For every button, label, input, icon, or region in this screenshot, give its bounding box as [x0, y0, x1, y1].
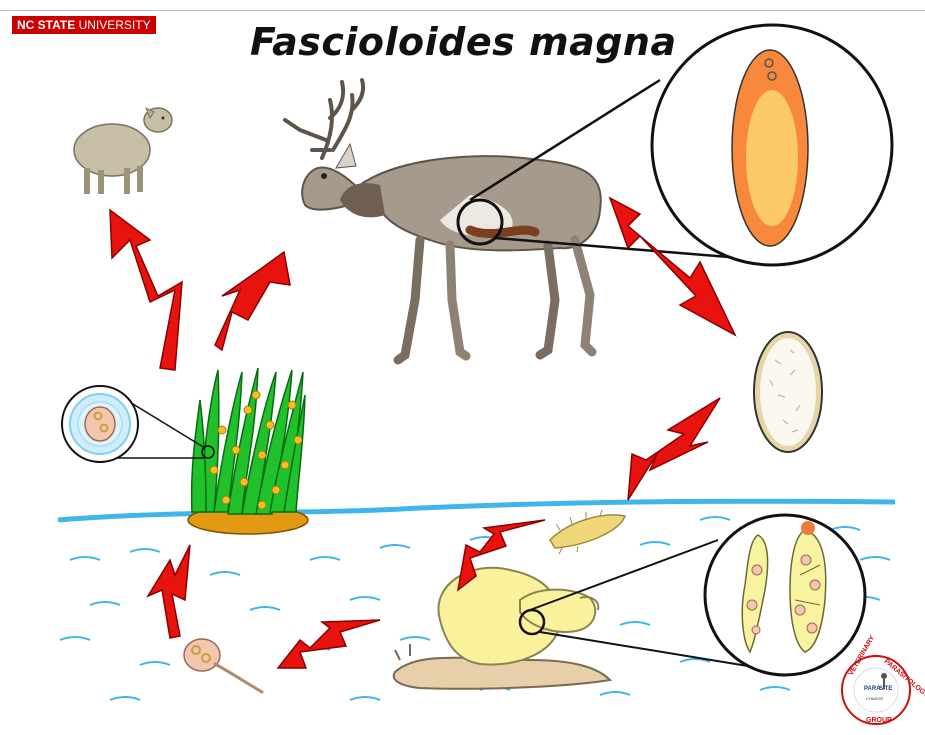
arrow-grass-to-deer — [215, 252, 290, 350]
vegetation-with-metacercariae — [110, 368, 308, 534]
sheep-host-illustration — [74, 108, 172, 194]
arrow-grass-to-sheep — [110, 210, 182, 370]
vet-parasitology-logo[interactable]: VETERINARY PARASITOLOGY GROUP PARA SITE … — [842, 634, 925, 724]
metacercaria-inset — [62, 386, 138, 462]
arrow-snail-to-cercaria — [278, 620, 380, 668]
arrow-cercaria-to-grass — [148, 545, 190, 638]
svg-text:CHARGE: CHARGE — [866, 696, 883, 701]
adult-fluke-inset — [652, 25, 892, 265]
arrow-egg-to-water — [628, 398, 720, 500]
svg-text:SITE: SITE — [879, 686, 892, 692]
cercaria-illustration — [184, 639, 262, 692]
svg-text:GROUP: GROUP — [866, 717, 892, 724]
snail-host-illustration — [394, 540, 760, 689]
egg-illustration — [754, 332, 822, 452]
miracidium-illustration — [550, 510, 625, 554]
intramolluscan-stages-inset — [705, 515, 865, 675]
